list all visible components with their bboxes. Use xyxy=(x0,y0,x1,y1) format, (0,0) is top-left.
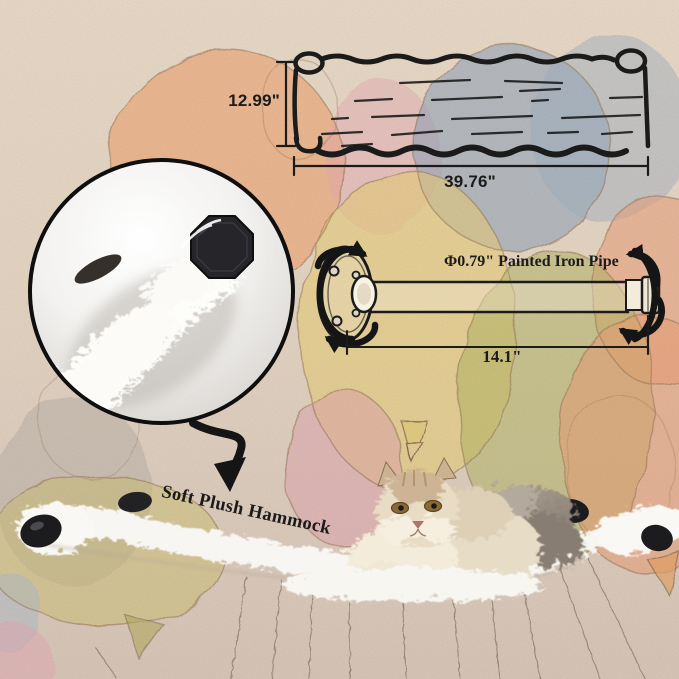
rotation-arrow-icon xyxy=(618,244,665,345)
pipe-length-label: 14.1" xyxy=(482,347,522,366)
detail-photo xyxy=(32,215,254,421)
detail-magnifier-circle xyxy=(28,158,295,425)
pipe-shadow xyxy=(74,254,122,284)
height-dimension-line xyxy=(275,60,297,148)
end-cap xyxy=(20,514,62,548)
width-dimension-line xyxy=(292,155,650,177)
cat-eyes xyxy=(390,499,443,515)
pipe-spec-label: Φ0.79" Painted Iron Pipe xyxy=(444,253,619,270)
hammock-dimension-sketch xyxy=(292,48,651,158)
height-dimension-label: 12.99" xyxy=(228,91,280,110)
balloon-strings xyxy=(95,557,646,679)
rotation-arrow-icon xyxy=(314,240,379,354)
width-dimension-label: 39.76" xyxy=(444,172,496,191)
pipe-length-dimension-line xyxy=(345,314,650,356)
cat xyxy=(280,456,580,599)
end-cap xyxy=(118,491,152,513)
end-cap xyxy=(641,524,673,552)
down-arrow-icon xyxy=(189,419,246,492)
sketch-dimension-lines xyxy=(275,60,650,177)
hex-nut-cap xyxy=(190,215,254,279)
